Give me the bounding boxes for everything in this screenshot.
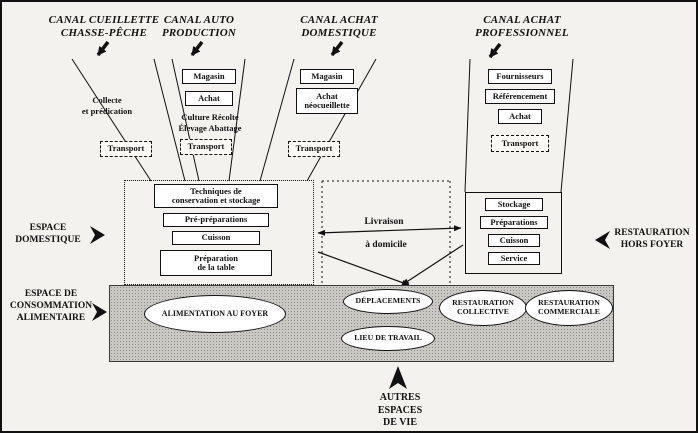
alimentation-foyer-ellipse: ALIMENTATION AU FOYER (144, 295, 286, 333)
cueillette-transport-box: Transport (100, 141, 152, 157)
auto-achat-box: Achat (185, 91, 233, 106)
resto-step-service: Service (488, 252, 540, 265)
restauration-label: RESTAURATION HORS FOYER (614, 228, 690, 250)
domestic-step-cuisson: Cuisson (172, 231, 260, 245)
lieu-travail-ellipse: LIEU DE TRAVAIL (341, 326, 435, 351)
funnel-line (464, 58, 471, 193)
domestic-step-table: Préparation de la table (160, 250, 272, 276)
channel-arrow-icon (330, 40, 344, 57)
auto-magasin-box: Magasin (182, 69, 236, 84)
channel-arrow-icon (96, 40, 110, 57)
espace-domestique-label: ESPACE DOMESTIQUE (15, 223, 81, 245)
resto-step-cuisson: Cuisson (488, 234, 540, 247)
cueillette-note: Collecte et prédication (81, 95, 133, 117)
autres-espaces-arrow-icon (389, 366, 407, 389)
pro-transport-box: Transport (491, 135, 549, 152)
pro-referencement-box: Référencement (485, 89, 555, 104)
resto-step-stockage: Stockage (485, 198, 543, 211)
pro-achat-box: Achat (498, 109, 542, 124)
delivery-arrow-left (317, 251, 410, 286)
channel-title-auto-production: CANAL AUTO PRODUCTION (161, 14, 237, 39)
channel-arrow-icon (488, 42, 502, 59)
deplacements-ellipse: DÉPLACEMENTS (343, 289, 433, 314)
delivery-arrow-right (401, 244, 464, 286)
livraison-label: Livraison (364, 217, 404, 227)
domestic-step-techniques: Techniques de conservation et stockage (154, 184, 278, 208)
pro-fournisseurs-box: Fournisseurs (488, 69, 552, 84)
channel-arrow-icons (96, 40, 502, 59)
funnel-line (259, 58, 295, 182)
channel-title-achat-domestique: CANAL ACHAT DOMESTIQUE (300, 14, 378, 39)
domestique-achat-box: Achat néocueillette (296, 88, 358, 114)
restauration-commerciale-ellipse: RESTAURATION COMMERCIALE (525, 290, 613, 326)
auto-transport-box: Transport (180, 139, 232, 155)
dotted-boundaries (321, 180, 451, 285)
espace-consommation-label: ESPACE DE CONSOMMATION ALIMENTAIRE (9, 289, 93, 323)
espace-domestique-container (124, 180, 314, 285)
channel-arrow-icon (190, 40, 204, 57)
restauration-container (465, 192, 562, 274)
restauration-collective-ellipse: RESTAURATION COLLECTIVE (439, 290, 527, 326)
resto-step-preparations: Préparations (480, 216, 548, 229)
funnel-line (560, 58, 574, 193)
auto-production-note: Culture Récolte Élevage Abattage (178, 112, 242, 134)
domestic-step-pre-preparations: Pré-préparations (163, 213, 269, 227)
delivery-arrows (317, 225, 464, 286)
domestique-magasin-box: Magasin (300, 69, 354, 84)
delivery-double-arrow (317, 225, 462, 236)
espace-domestique-arrow-icon (90, 226, 105, 244)
funnel-line (71, 58, 152, 182)
channel-title-cueillette: CANAL CUEILLETTE CHASSE-PÊCHE (48, 14, 160, 39)
autres-espaces-label: AUTRES ESPACES DE VIE (377, 392, 423, 428)
domestique-transport-box: Transport (288, 141, 340, 157)
a-domicile-label: à domicile (365, 240, 407, 250)
channel-title-achat-professionnel: CANAL ACHAT PROFESSIONNEL (475, 14, 569, 39)
